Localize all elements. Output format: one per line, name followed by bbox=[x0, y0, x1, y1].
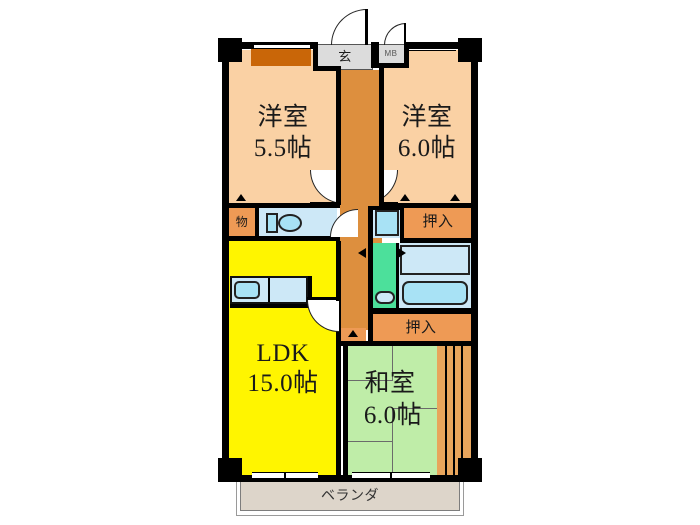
wall-outer-left bbox=[222, 42, 229, 482]
opening-mark-right-room-2 bbox=[450, 194, 460, 201]
yoshitsu-right-name: 洋室 bbox=[401, 104, 453, 131]
ldk-size: 15.0帖 bbox=[247, 370, 319, 397]
wall-closet-upper-left bbox=[400, 206, 404, 240]
storage-area bbox=[228, 208, 256, 238]
tatami-line-2 bbox=[347, 441, 393, 443]
wood-door-line-1 bbox=[445, 346, 447, 475]
veranda-area bbox=[241, 482, 459, 510]
wall-rooms-bottom-left bbox=[228, 203, 340, 208]
door-leaf-meter-box bbox=[404, 23, 406, 45]
opening-mark-closet-lower bbox=[348, 330, 358, 337]
yoshitsu-left-size: 5.5帖 bbox=[253, 135, 313, 162]
wall-storage-right bbox=[255, 206, 259, 240]
wood-door-line-2 bbox=[453, 346, 455, 475]
pillar-top-right bbox=[458, 38, 482, 62]
wall-wet-left bbox=[368, 206, 373, 342]
closet-upper-label: 押入 bbox=[422, 214, 454, 230]
vanity-counter bbox=[400, 245, 470, 275]
wall-closet-lower-bottom bbox=[340, 341, 474, 346]
pillar-bottom-right bbox=[458, 458, 482, 482]
opening-mark-right-room-1 bbox=[400, 194, 410, 201]
wall-outer-bottom bbox=[222, 475, 478, 482]
wall-outer-top-mid bbox=[371, 42, 379, 68]
closet-upper bbox=[404, 208, 472, 238]
washitsu-name: 和室 bbox=[364, 370, 416, 397]
wall-genkan-bottom bbox=[313, 66, 341, 71]
window-yoshitsu-left bbox=[254, 44, 310, 49]
tatami-line-3 bbox=[392, 346, 394, 380]
wall-closet-upper-bottom bbox=[400, 238, 474, 243]
tatami-line-5 bbox=[392, 408, 437, 410]
genkan-label: 玄 bbox=[338, 49, 352, 64]
wall-washitsu-left bbox=[343, 346, 348, 478]
wall-corridor-right-upper bbox=[379, 68, 384, 205]
bathtub bbox=[402, 281, 468, 305]
yoshitsu-right-size: 6.0帖 bbox=[397, 135, 457, 162]
opening-mark-left-room bbox=[236, 194, 246, 201]
window-washitsu-mullion bbox=[390, 472, 392, 479]
pillar-top-left bbox=[218, 38, 242, 62]
wall-wet-vanity-divider bbox=[396, 243, 399, 311]
yoshitsu-left-name: 洋室 bbox=[257, 104, 309, 131]
window-ldk-mullion bbox=[284, 472, 286, 479]
wood-door-line-3 bbox=[461, 346, 463, 475]
wall-ldk-door-head bbox=[336, 293, 341, 301]
meter-box-area bbox=[377, 44, 405, 66]
closet-lower-shelf bbox=[370, 312, 472, 314]
wall-outer-right bbox=[471, 42, 478, 482]
wall-ldk-right bbox=[336, 241, 341, 481]
tatami-line-4 bbox=[392, 408, 394, 475]
toilet-tank bbox=[266, 213, 278, 233]
storage-label: 物 bbox=[235, 215, 249, 229]
genkan-area bbox=[317, 44, 373, 70]
kitchen-counter-shadow bbox=[230, 304, 312, 308]
arrow-vanity-entry bbox=[398, 248, 406, 258]
meter-box-label: MB bbox=[384, 49, 398, 58]
kitchen-counter-edge bbox=[308, 276, 312, 308]
closet-lower-label: 押入 bbox=[405, 320, 437, 336]
wall-mb-right bbox=[404, 42, 409, 68]
closet-lower bbox=[370, 314, 472, 342]
kitchen-sink bbox=[234, 281, 260, 299]
wall-outer-top-right bbox=[404, 42, 478, 49]
veranda-label: ベランダ bbox=[321, 489, 379, 504]
wall-genkan-left bbox=[313, 42, 318, 70]
kitchen-counter-divider bbox=[268, 278, 270, 302]
washing-machine-slot bbox=[375, 210, 399, 236]
closet-upper-shelf bbox=[404, 206, 472, 208]
shower-drain bbox=[375, 291, 395, 304]
arrow-wet-entry bbox=[358, 248, 366, 258]
wall-corridor-left-upper bbox=[336, 70, 341, 205]
door-leaf-ldk bbox=[307, 297, 339, 300]
closet-strip-left bbox=[251, 47, 311, 66]
pillar-bottom-left bbox=[218, 458, 242, 482]
room-yoshitsu-right bbox=[383, 50, 471, 205]
wall-rooms-bottom-right bbox=[379, 203, 474, 208]
tatami-line-1 bbox=[347, 380, 393, 382]
wall-mb-bottom bbox=[371, 63, 409, 68]
door-arc-genkan bbox=[331, 9, 367, 45]
wall-wet-top bbox=[368, 206, 404, 210]
washitsu-size: 6.0帖 bbox=[363, 402, 423, 429]
toilet-bowl bbox=[278, 214, 302, 232]
wall-wet-bottom bbox=[368, 308, 474, 313]
door-arc-meter-box bbox=[384, 23, 406, 45]
ldk-name: LDK bbox=[256, 340, 310, 367]
wall-corridor-stub-left bbox=[336, 241, 341, 259]
door-leaf-genkan bbox=[365, 9, 368, 45]
wall-toilet-bottom bbox=[228, 236, 340, 241]
